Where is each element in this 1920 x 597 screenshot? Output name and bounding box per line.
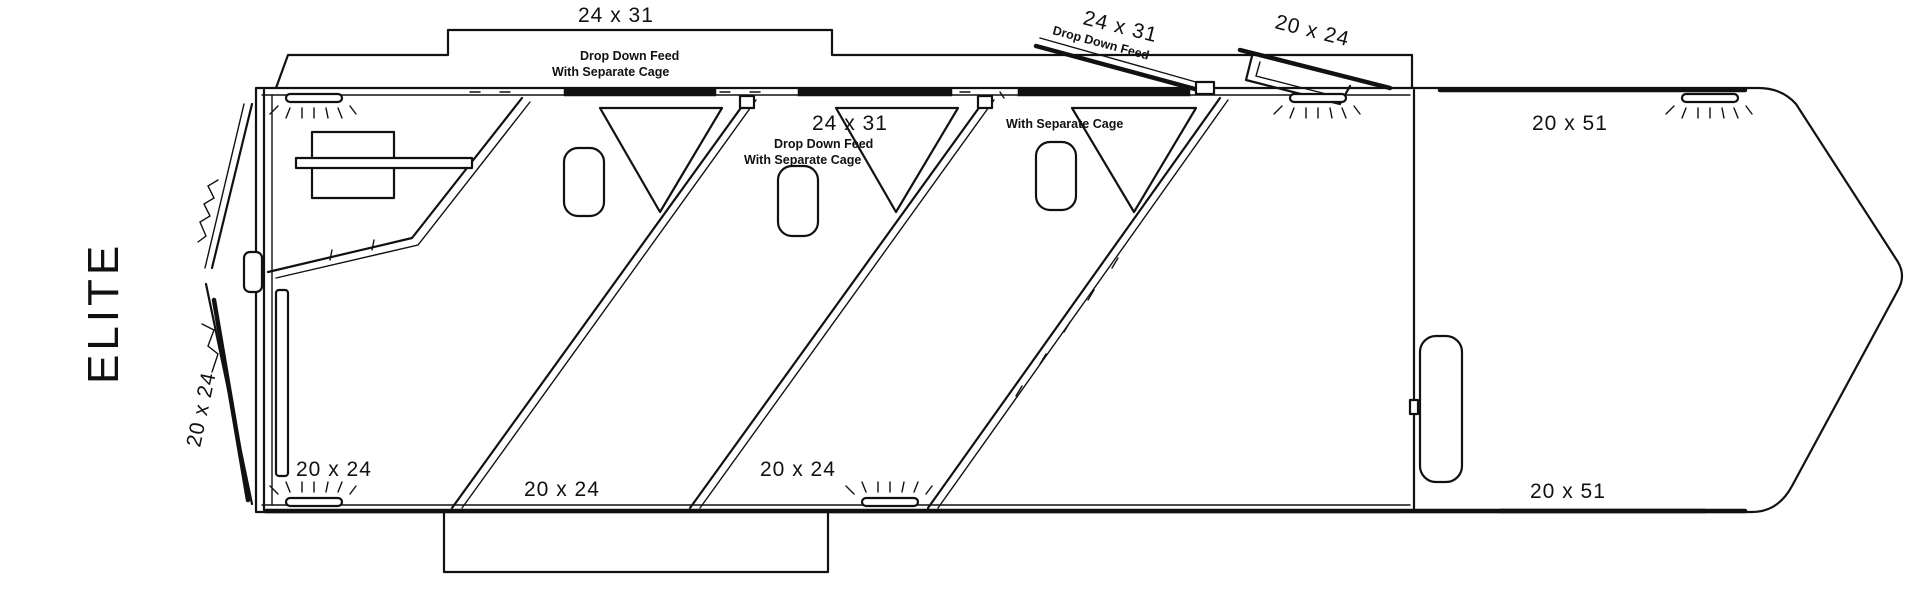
with-separate-cage-label: With Separate Cage	[552, 65, 669, 79]
rear-latch	[242, 250, 264, 294]
trailer-outer-shell	[274, 28, 1414, 90]
top-drop-feed-2	[797, 87, 953, 97]
dressing-room-door-latch	[1408, 398, 1420, 416]
rear-door-upper	[197, 102, 254, 270]
mid-drop-down-feed-label: Drop Down Feed	[774, 137, 873, 151]
light-dressing-top-left	[1273, 92, 1361, 119]
top-drop-feed-1	[563, 87, 717, 97]
bottom-right-window-label: 20 x 24	[760, 458, 836, 481]
rear-post	[274, 288, 290, 478]
light-rear-bottom	[269, 481, 357, 508]
stall-3-side-window	[1034, 140, 1078, 212]
stall-1-side-window	[562, 146, 606, 218]
stall-divider-1	[450, 94, 757, 510]
feed-trough-3	[1070, 106, 1198, 214]
feed-trough-1	[598, 106, 724, 214]
right-cage-label: With Separate Cage	[1006, 117, 1123, 131]
dressing-room-window	[1418, 334, 1464, 484]
brand-label: ELITE	[79, 242, 128, 384]
stall-2-side-window	[776, 164, 820, 238]
top-drop-feed-3	[1017, 87, 1191, 97]
saddle-rack	[294, 156, 474, 170]
dressing-bottom-window-label: 20 x 51	[1530, 480, 1606, 503]
mid-with-separate-cage-label: With Separate Cage	[744, 153, 861, 167]
rear-left-window-label: 20 x 24	[182, 370, 220, 449]
mid-window-size-label: 24 x 31	[812, 112, 888, 135]
feed-trough-2	[834, 106, 960, 214]
light-mid-bottom	[845, 481, 933, 508]
bottom-left-window-label: 20 x 24	[296, 458, 372, 481]
roof-rail-marks	[469, 91, 1005, 99]
light-dressing-top-right	[1665, 92, 1753, 119]
stall-divider-2	[688, 94, 995, 510]
stall-divider-3	[926, 96, 1229, 510]
bottom-mid-window-label: 20 x 24	[524, 478, 600, 501]
light-rear-top	[269, 92, 357, 119]
rear-tack-area	[266, 96, 531, 478]
angled-small-window-label: 20 x 24	[1273, 11, 1352, 52]
top-window-size-label: 24 x 31	[578, 4, 654, 27]
drop-down-feed-label: Drop Down Feed	[580, 49, 679, 63]
dressing-top-window-label: 20 x 51	[1532, 112, 1608, 135]
rear-door-lower	[201, 282, 254, 506]
trailer-body	[254, 86, 1904, 514]
angled-drop-feed-door	[1033, 37, 1216, 96]
